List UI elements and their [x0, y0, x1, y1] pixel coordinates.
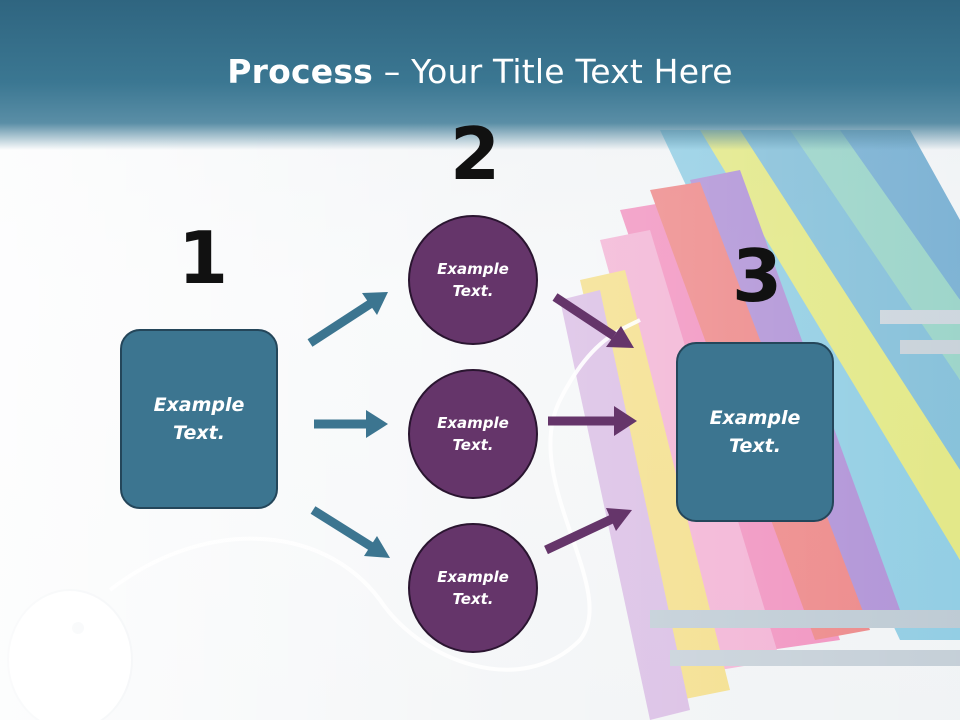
circle-top-line2: Text.	[452, 282, 494, 300]
step-number-3: 3	[732, 234, 783, 318]
circle-middle-line2: Text.	[452, 436, 494, 454]
step-number-2: 2	[450, 112, 501, 196]
circle-bottom-line2: Text.	[452, 590, 494, 608]
step-3-box-line1: Example	[709, 406, 801, 429]
title-band	[0, 0, 960, 150]
circle-bottom-line1: Example	[437, 567, 509, 586]
title-rest: – Your Title Text Here	[373, 52, 733, 91]
title-bold: Process	[227, 52, 374, 91]
page-title: Process – Your Title Text Here	[0, 52, 960, 91]
circle-middle-line1: Example	[437, 413, 509, 432]
step-1-box-line1: Example	[153, 393, 245, 416]
step-3-box-line2: Text.	[729, 435, 781, 457]
step-1-box-line2: Text.	[173, 422, 225, 444]
step-number-1: 1	[178, 216, 229, 300]
circle-top-line1: Example	[437, 259, 509, 278]
